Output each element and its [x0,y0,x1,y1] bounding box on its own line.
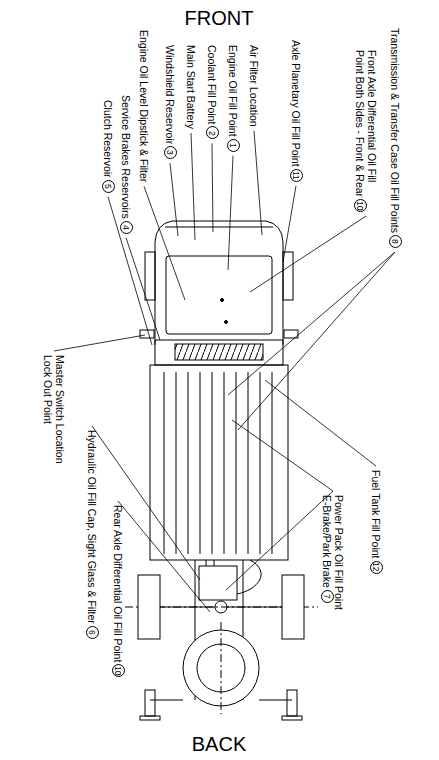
front-wheel [145,252,155,300]
leader-line [228,252,395,395]
spare-rim [197,644,245,692]
label-line: Master Switch Location [54,355,66,464]
callout-number: 11 [290,169,303,182]
leader-line [254,131,262,235]
center-line [221,622,222,714]
callout-number: 10 [112,664,125,677]
mirror [140,330,154,338]
leader-line [108,197,152,345]
part-label: Rear Axle Differential Oil Fill Point [112,505,124,662]
part-label: Fuel Tank Fill Point [370,470,382,559]
leader-line [144,186,185,300]
bed-ribs [158,372,280,554]
part-label: Master Switch Location Lock Out Point [42,355,66,464]
callout-number: 6 [86,626,99,639]
callout-number: 3 [164,146,177,159]
leg-foot [282,716,302,720]
part-label: Service Brakes Reservoirs [120,95,132,219]
leader-line [283,186,296,262]
leader-line [126,238,160,340]
callout-number: 2 [206,126,219,139]
vehicle-outline [125,221,318,720]
rear-bumper [150,700,292,701]
direction-label: FRONT [185,6,254,30]
callout-number: 5 [102,180,115,193]
leader-line [265,380,376,466]
leader-line [170,163,178,236]
leader-line [92,426,200,580]
leader-line [118,501,210,612]
leader-line [250,216,366,292]
part-label: Axle Planetary Oil Fill Point [290,40,302,167]
direction-label: BACK [192,732,246,756]
part-label: Air Filter Location [248,45,260,127]
fill-point-dot [221,299,224,302]
label-line: Point Both Sides - Front & Rear [354,50,366,197]
callout-number: 12 [370,561,383,574]
callout-number: 10 [354,199,367,212]
label-line: Front Axle Differential Oil Fill [366,50,378,197]
part-label: Front Axle Differential Oil Fill Point B… [354,50,378,197]
leader-line [226,491,333,590]
fill-point-dot [225,321,228,324]
leader-line [238,252,395,430]
stabilizer-leg [145,690,155,716]
rear-wheel [282,575,304,639]
body-bed [150,365,288,560]
part-label: Hydraulic Oil Fill Cap, Sight Glass & Fi… [86,430,98,624]
leader-line [191,133,195,240]
label-line: Lock Out Point [42,355,54,464]
leader-lines [54,131,395,612]
cab-back-panel [155,340,283,365]
front-bumper [165,227,273,228]
leader-line [228,156,233,270]
rear-wheel [138,575,160,639]
leg-foot [140,716,160,720]
cab-roof [166,256,272,334]
part-label: Clutch Reservoir [102,100,114,178]
part-label: Transmission & Transfer Case Oil Fill Po… [389,28,401,233]
part-label: Windshield Reservoir [164,45,176,144]
callout-number: 8 [389,235,402,248]
part-label: Main Start Battery [185,45,197,129]
hydraulic-tank [199,566,237,600]
vent-grille [175,344,263,360]
leader-line [232,420,333,491]
part-label: Coolant Fill Point [206,45,218,124]
front-wheel [283,252,293,300]
leader-line [212,143,213,232]
callout-number: 7 [321,590,334,603]
leader-line [54,335,145,351]
callout-number: 4 [120,221,133,234]
stabilizer-leg [287,690,297,716]
part-label: Engine Oil Level Dipstick & Filter [138,30,150,182]
callout-number: 1 [227,139,240,152]
label-line: Power Pack Oil Fill Point [333,495,345,610]
part-label: Engine Oil Fill Point [227,45,239,137]
